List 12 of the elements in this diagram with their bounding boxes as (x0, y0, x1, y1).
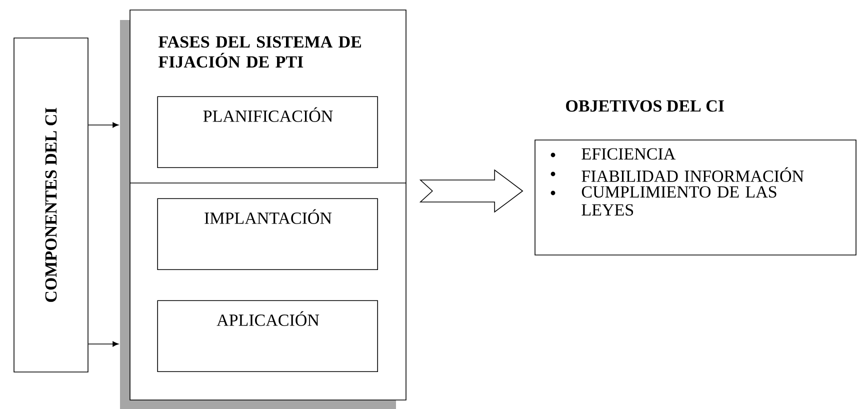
objectives-heading: OBJETIVOS DEL CI (566, 100, 724, 112)
bullet-item: FIABILIDAD INFORMACIÓN (582, 167, 804, 182)
phase-label: IMPLANTACIÓN (204, 209, 332, 224)
panel-heading: FASES DEL SISTEMA DE FIJACIÓN DE PTI (158, 36, 362, 68)
vertical-label: COMPONENTES DEL CI (45, 108, 57, 302)
phase-label: PLANIFICACIÓN (203, 107, 333, 122)
phase-label: APLICACIÓN (216, 311, 320, 326)
arrow (88, 341, 119, 347)
arrow (88, 122, 119, 128)
bullet-item: CUMPLIMIENTO DE LAS LEYES (582, 186, 776, 216)
arrow (419, 169, 524, 213)
bullet-item: EFICIENCIA (582, 148, 676, 160)
